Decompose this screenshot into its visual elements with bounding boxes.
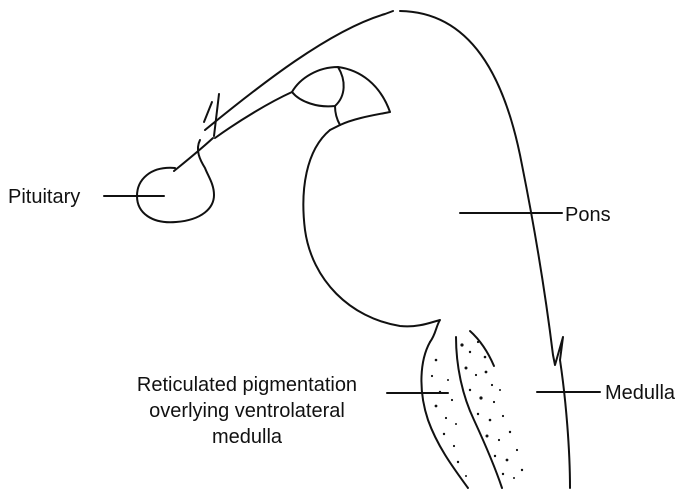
pons-label: Pons — [565, 202, 611, 228]
infundibulum-lower-line — [174, 92, 292, 171]
mammillary-connector — [330, 125, 340, 130]
mammillary-body-right — [335, 67, 390, 125]
infundibulum-fork-line — [214, 94, 219, 136]
reticulated-label-line-2: overlying ventrolateral — [105, 398, 389, 424]
medulla-ventral-line — [421, 342, 468, 488]
pigmentation-stipple — [431, 341, 523, 479]
pons-contour — [303, 130, 440, 342]
pituitary-gland — [137, 140, 214, 222]
pituitary-label: Pituitary — [8, 184, 80, 210]
reticulated-label-line-3: medulla — [105, 424, 389, 450]
medulla-label: Medulla — [605, 380, 675, 406]
reticulated-label-line-1: Reticulated pigmentation — [105, 372, 389, 398]
pigmentation-outer-contour — [470, 331, 494, 366]
mammillary-body-left — [292, 67, 344, 106]
reticulated-pigmentation-label: Reticulated pigmentation overlying ventr… — [105, 372, 389, 450]
infundibulum-upper-line — [204, 102, 212, 122]
pigmentation-inner-line — [456, 337, 502, 488]
